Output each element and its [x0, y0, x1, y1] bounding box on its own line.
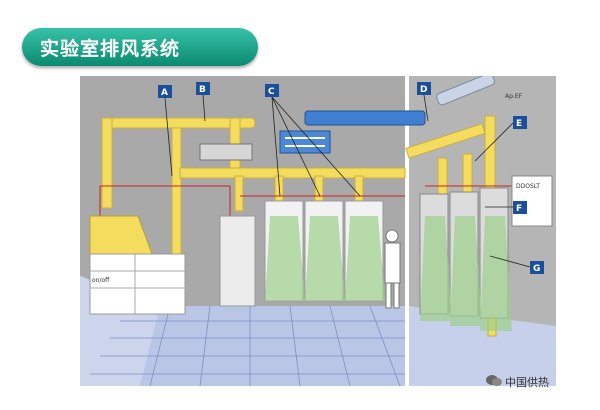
marker-e: E	[474, 116, 527, 162]
outlet-duct	[436, 76, 495, 106]
marker-c-top: C	[265, 84, 361, 197]
svg-text:B: B	[199, 85, 206, 95]
right-room-floor	[409, 306, 556, 386]
label-markers: A B C D E F G	[158, 82, 544, 274]
hood-airflow	[265, 216, 385, 301]
marker-d: D	[417, 82, 431, 122]
svg-text:D: D	[420, 85, 427, 95]
svg-text:F: F	[516, 204, 522, 214]
title-banner: 实验室排风系统	[22, 28, 258, 66]
marker-a: A	[158, 85, 173, 177]
page-title: 实验室排风系统	[40, 38, 181, 60]
outlet-label: Ap.EF	[505, 93, 523, 100]
control-panel-label: DDOSLT	[516, 183, 540, 190]
floor-tiles	[90, 305, 420, 386]
marker-b: B	[196, 82, 210, 122]
svg-text:G: G	[533, 264, 540, 274]
blue-supply-duct	[279, 110, 426, 154]
watermark-text: 中国供热	[505, 376, 549, 389]
wechat-icon	[486, 375, 502, 386]
svg-text:C: C	[268, 87, 275, 97]
room-divider	[405, 76, 409, 386]
ceiling-diffuser	[199, 143, 253, 161]
bench-drawers	[90, 254, 185, 314]
svg-text:E: E	[516, 119, 522, 129]
onoff-label: on/off	[92, 277, 110, 284]
marker-f: F	[485, 201, 527, 214]
lab-worker	[384, 229, 401, 309]
svg-text:A: A	[161, 88, 168, 98]
lab-exhaust-diagram: Ap.EF on/off DDOSLT A B C D E F G	[80, 76, 556, 386]
marker-g: G	[489, 255, 544, 274]
left-bench	[89, 253, 186, 315]
tall-cabinet	[219, 215, 256, 307]
right-room-airflow	[420, 216, 512, 331]
